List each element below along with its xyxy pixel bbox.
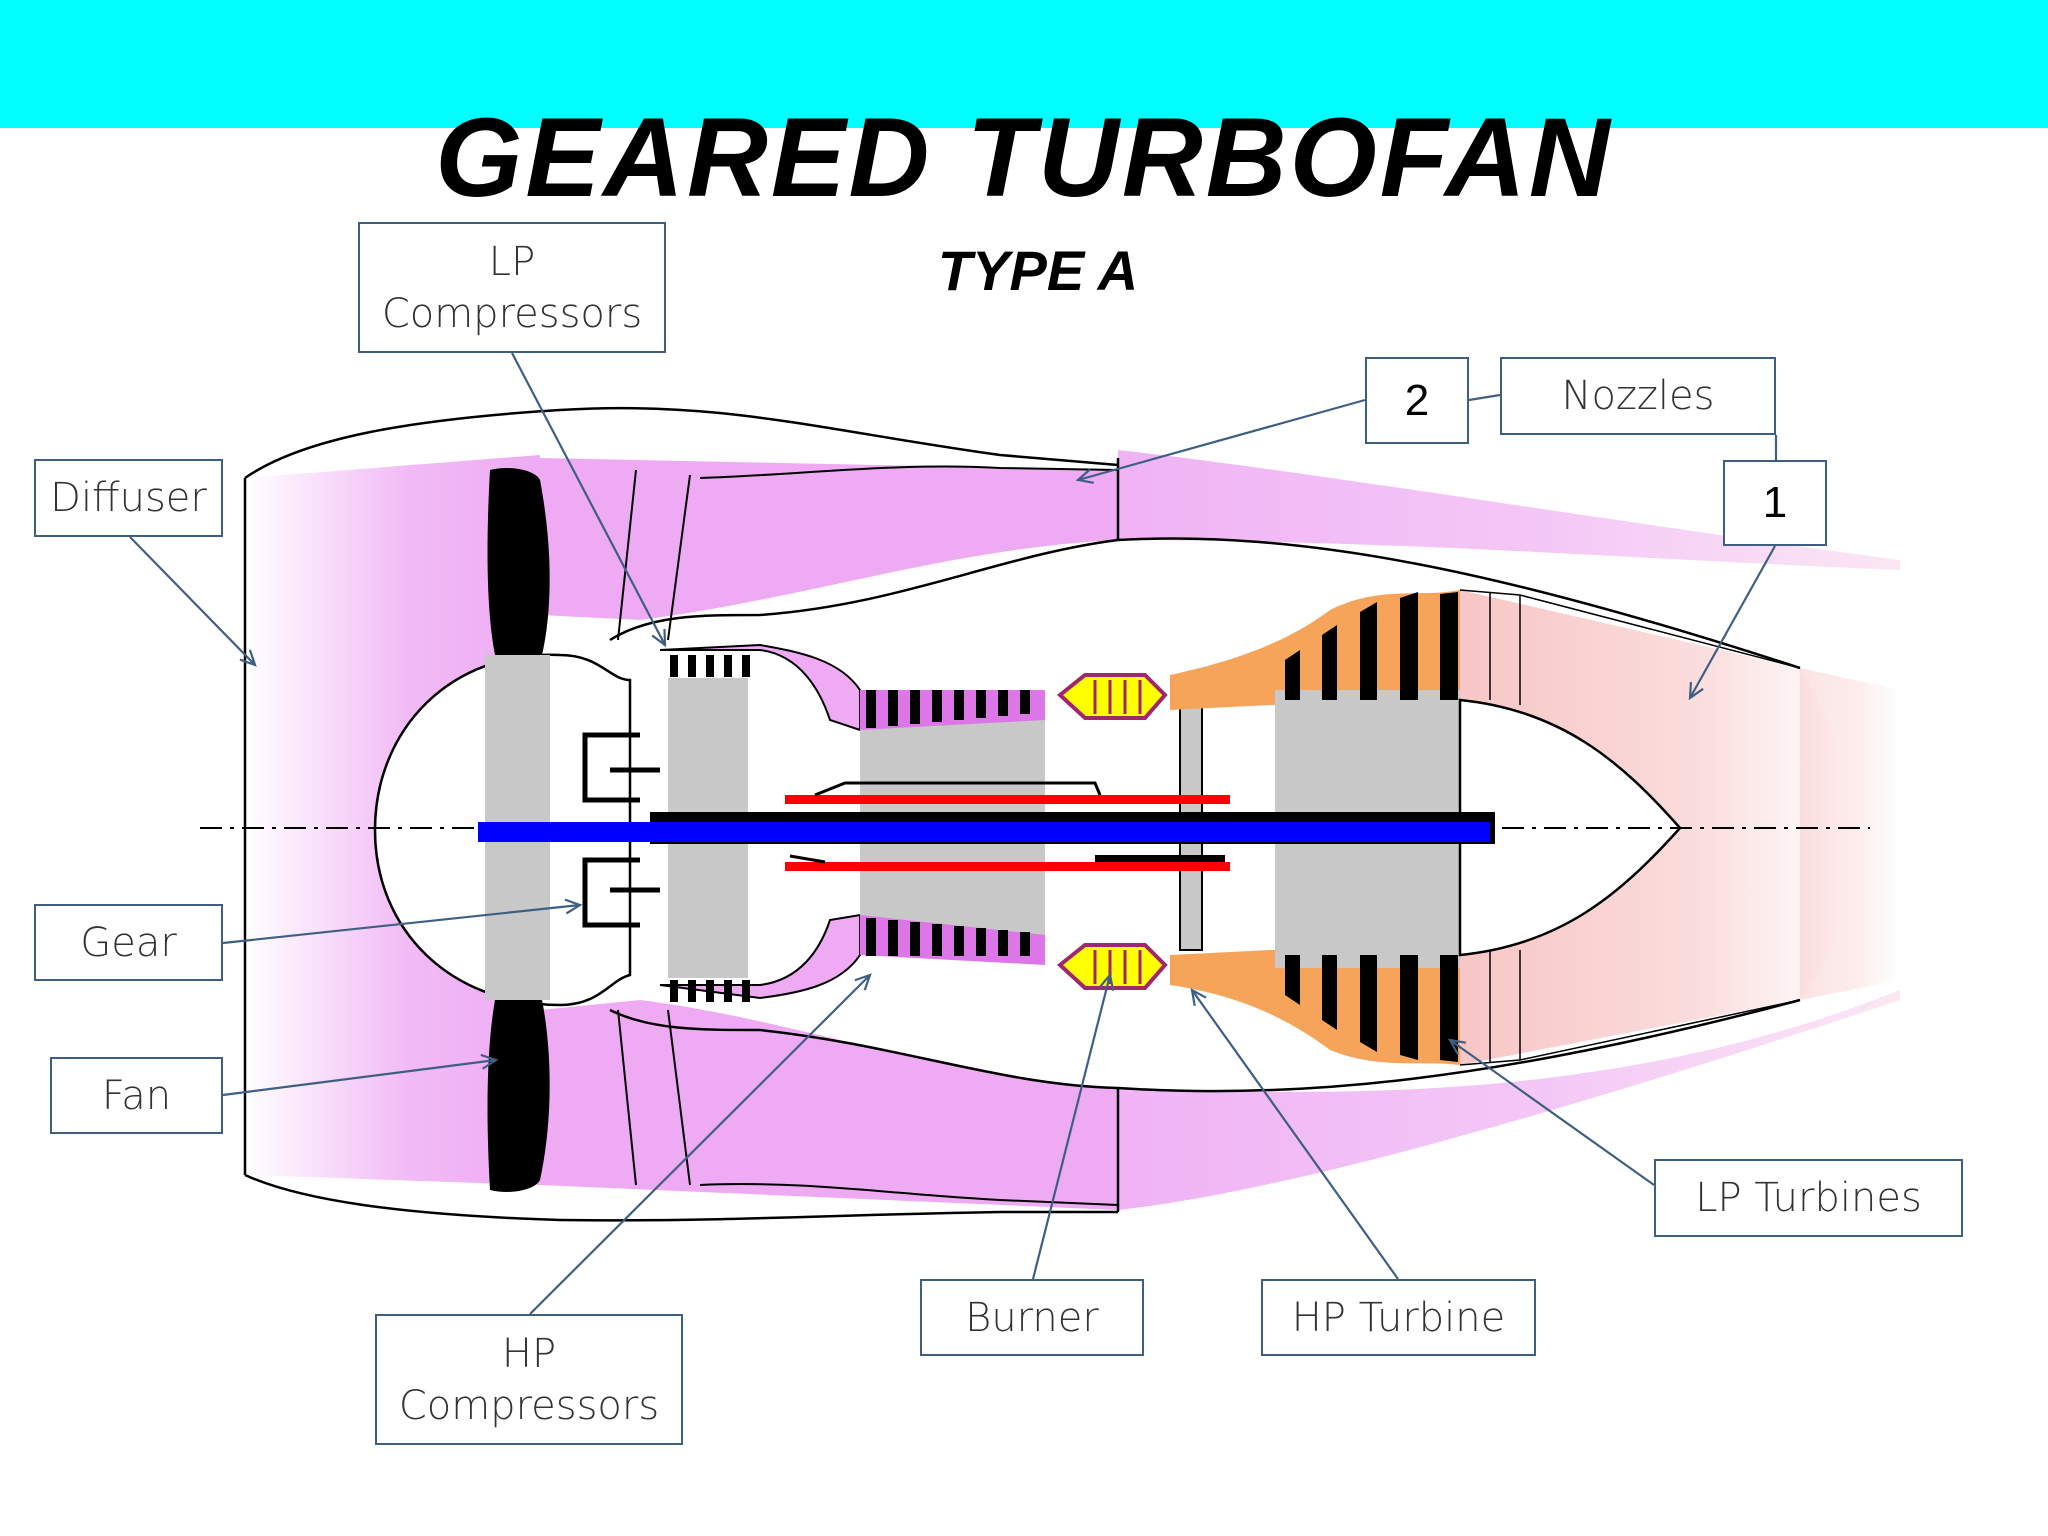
leader-diffuser-arrowhead — [239, 649, 257, 667]
label-lp-turbines: LP Turbines — [1654, 1159, 1963, 1237]
label-hp-turbine: HP Turbine — [1261, 1279, 1536, 1356]
label-fan: Fan — [50, 1057, 223, 1134]
top-banner — [0, 0, 2048, 128]
label-gear: Gear — [34, 904, 223, 981]
marker-2: 2 — [1365, 357, 1469, 444]
leader-nozzle-2-arrowhead — [1075, 468, 1094, 484]
nacelle-upper — [244, 406, 1119, 480]
bypass-flow-upper — [540, 458, 1118, 620]
lp-shaft — [478, 822, 1490, 842]
lp-turbine-duct-lower — [1170, 950, 1460, 1065]
connector-2-nozzles — [1468, 393, 1501, 402]
leader-diffuser — [129, 536, 256, 666]
label-hp-compressors: HP Compressors — [375, 1314, 683, 1445]
lp-compressor-blades — [670, 655, 750, 1002]
leader-nozzle-2 — [1077, 398, 1366, 482]
hp-shaft-lower — [785, 862, 1230, 871]
leader-fan-arrowhead — [480, 1053, 499, 1070]
gear-box — [582, 732, 660, 928]
plume-fade — [1800, 668, 1900, 1000]
combustor-lower — [1056, 943, 1168, 990]
leader-lp-turbines — [1449, 1039, 1655, 1186]
leader-lp-compressors-arrowhead — [651, 628, 667, 648]
leader-burner — [1031, 974, 1112, 1280]
leader-hp-turbine-arrowhead — [1190, 987, 1207, 1006]
leader-hp-compressors-arrowhead — [854, 973, 872, 991]
leader-burner-arrowhead — [1098, 972, 1115, 991]
lp-turbine-duct-upper — [1170, 590, 1460, 710]
leader-lp-compressors — [511, 352, 666, 646]
leader-hp-compressors — [529, 974, 871, 1315]
leader-lp-turbines-arrowhead — [1447, 1038, 1466, 1055]
page-subtitle: TYPE A — [937, 239, 1139, 302]
label-nozzles: Nozzles — [1500, 357, 1776, 435]
label-lp-compressors: LP Compressors — [358, 222, 666, 353]
page-title: GEARED TURBOFAN — [435, 95, 1613, 220]
nacelle-lower — [244, 1173, 1118, 1222]
leader-nozzle-1 — [1689, 545, 1776, 699]
leader-nozzle-1-arrowhead — [1688, 681, 1704, 701]
leader-gear-arrowhead — [564, 898, 583, 915]
leader-hp-turbine — [1191, 989, 1399, 1280]
core-cowl-lower — [609, 998, 1801, 1093]
label-diffuser: Diffuser — [34, 459, 223, 537]
leader-gear — [222, 903, 581, 945]
bypass-flow-lower — [540, 1000, 1118, 1210]
lp-turbine-blades — [1285, 592, 1458, 1062]
bypass-exhaust-upper — [1118, 450, 1900, 570]
fan-blade-upper — [487, 468, 550, 655]
bypass-exhaust-lower — [1118, 990, 1900, 1210]
fan-blade-lower — [487, 1000, 550, 1192]
marker-1: 1 — [1723, 460, 1827, 546]
combustor-upper — [1056, 673, 1168, 720]
hp-compressor-blades — [866, 690, 1030, 956]
hp-shaft-upper — [785, 795, 1230, 804]
label-burner: Burner — [920, 1279, 1144, 1356]
leader-fan — [222, 1058, 497, 1097]
core-cowl-upper — [609, 537, 1801, 670]
